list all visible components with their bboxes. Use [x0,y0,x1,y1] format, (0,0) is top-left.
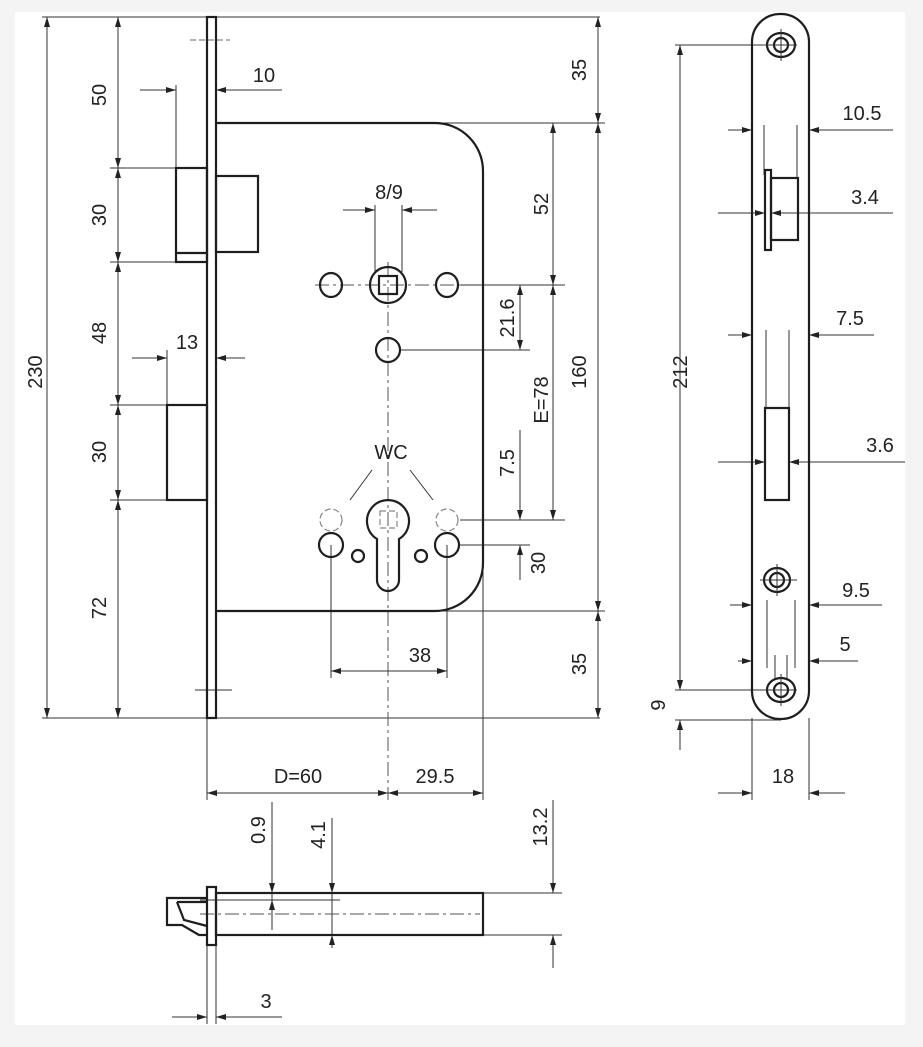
bolt-opening [763,406,791,502]
dim-bolt-offset: 3.6 [866,435,894,457]
latch-opening [769,176,800,242]
dim-spindle-square: 8/9 [375,182,403,204]
dim-right-1: 160 [569,355,591,388]
screw-hole [760,564,797,596]
drawing-sheet [15,12,905,1025]
dim-left-4: 72 [89,597,111,619]
dim-cylinder-lower: 30 [528,552,550,574]
dim-latch-width: 10.5 [843,103,882,125]
dim-case-rest: 29.5 [416,766,455,788]
lock-case [216,121,485,613]
dim-bottom-b: 4.1 [308,821,330,849]
latch-tongue [165,896,208,937]
dim-left-0: 50 [89,84,111,106]
spindle-hub [318,265,460,364]
wc-label: WC [374,442,407,464]
side-view: 212 10.5 3.4 7.5 3.6 9.5 5 9 18 [648,12,905,800]
screw-hole [765,29,797,61]
dim-right-2: 35 [569,653,591,675]
dim-end-offset: 9 [648,699,670,710]
deadbolt [165,403,209,502]
dim-backset: D=60 [274,766,322,788]
dim-left-3: 30 [89,441,111,463]
dim-slot-inner: 5 [839,634,850,656]
dim-overall-height: 230 [25,355,47,388]
cylinder-cutout [317,469,461,593]
dim-left-1: 30 [89,204,111,226]
dim-latch-offset: 3.4 [851,187,879,209]
dim-cylinder-offset: 7.5 [497,449,519,477]
dim-right-0: 35 [569,59,591,81]
dim-screw-spacing: 212 [670,355,692,388]
faceplate-front [750,12,811,721]
dim-spindle-hole-spacing: 21.6 [497,299,519,338]
latch [174,166,260,264]
dim-spindle-offset: 52 [531,193,553,215]
dim-left-2: 48 [89,322,111,344]
dim-case-thickness: 13.2 [530,808,552,847]
dim-fixing-spacing: 38 [409,645,431,667]
dim-faceplate-width: 18 [772,766,794,788]
front-view: 230 50 30 48 30 72 10 13 35 160 35 52 E=… [25,15,605,800]
bottom-view: 0.9 4.1 13.2 3 [165,800,562,1024]
dim-bolt-width: 7.5 [836,308,864,330]
screw-hole [765,674,797,706]
dim-distance-e: E=78 [531,376,553,423]
dim-faceplate-thickness: 3 [260,991,271,1013]
faceplate [205,15,218,720]
dim-latch-projection: 10 [253,65,275,87]
dim-bottom-a: 0.9 [248,816,270,844]
faceplate-edge [205,885,218,947]
dim-slot-width: 9.5 [842,580,870,602]
extension-lines [42,16,605,800]
dimension-lines [44,17,601,796]
dim-bolt-projection: 13 [176,332,198,354]
